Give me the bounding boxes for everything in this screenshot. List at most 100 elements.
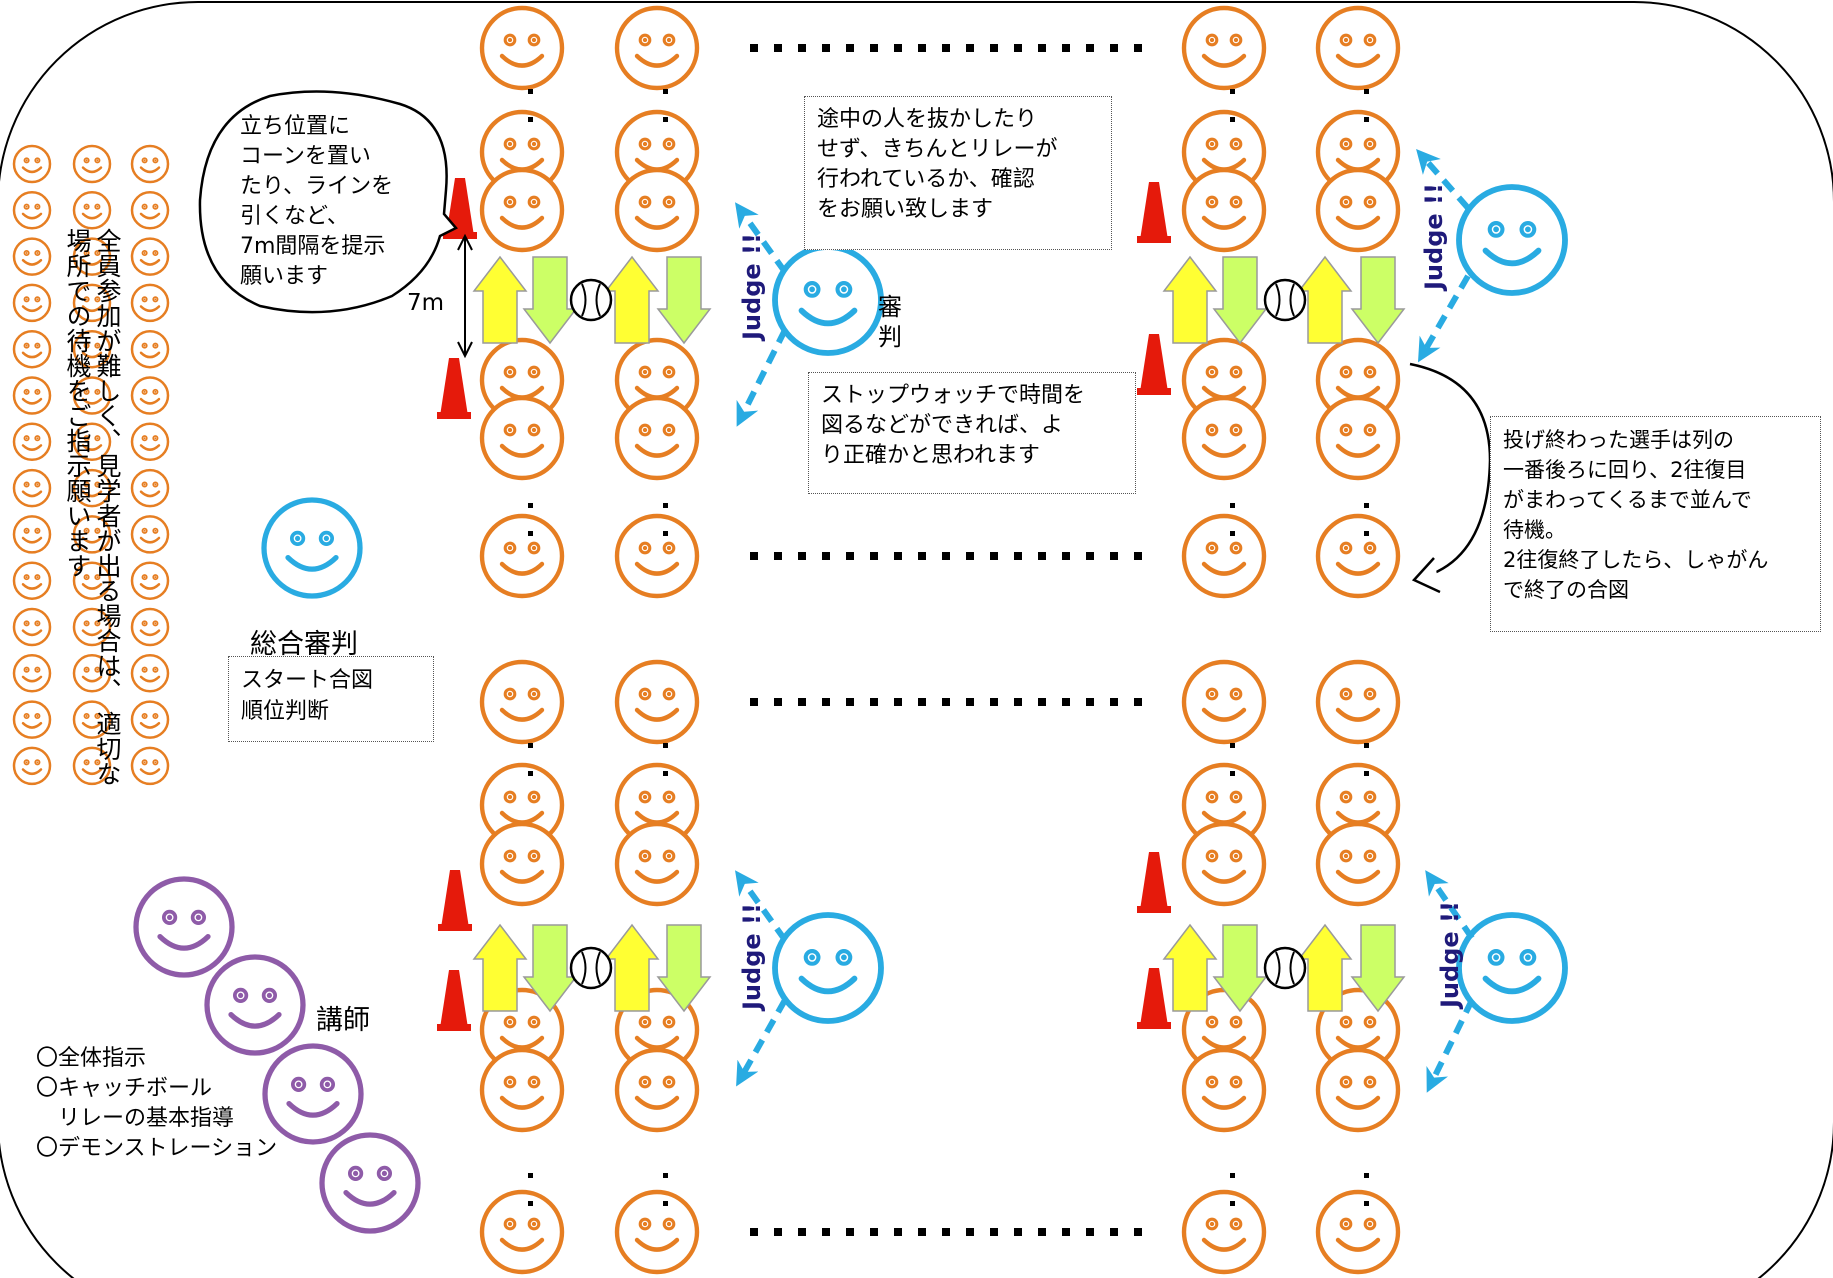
player-face	[479, 337, 565, 423]
cone	[1137, 968, 1171, 1029]
arrow-down-icon	[1350, 924, 1406, 1013]
judge-sight-arrow	[735, 202, 788, 274]
player-face	[1181, 659, 1267, 745]
dots-separator	[990, 552, 998, 560]
judge-sight-arrow	[1426, 998, 1475, 1093]
dots-separator	[1110, 1228, 1118, 1236]
waiting-player-face	[12, 376, 52, 415]
dots-separator	[1110, 44, 1118, 52]
dots-separator	[798, 698, 806, 706]
cone	[1137, 182, 1171, 243]
player-face	[1181, 395, 1267, 481]
dots-separator	[846, 552, 854, 560]
player-face	[1181, 513, 1267, 599]
waiting-player-face	[130, 746, 170, 786]
dots-separator	[846, 1228, 854, 1236]
dots-separator	[942, 698, 950, 706]
waiting-player-face	[12, 561, 52, 600]
arrow-up-icon	[1297, 255, 1353, 344]
waiting-player-face	[130, 329, 170, 369]
chief-judge-duties: スタート合図 順位判断	[228, 656, 434, 742]
waiting-player-face	[72, 654, 112, 693]
dots-separator	[1134, 698, 1142, 706]
player-face	[614, 762, 700, 848]
player-face	[479, 1189, 565, 1275]
player-face	[614, 5, 700, 91]
judge-sight-arrow	[1417, 274, 1471, 363]
dots-separator	[750, 1228, 758, 1236]
arrow-up-icon	[604, 255, 660, 344]
dots-separator	[894, 1228, 902, 1236]
dots-separator	[894, 698, 902, 706]
baseball-icon	[569, 278, 613, 322]
player-face	[614, 395, 700, 481]
dots-separator	[822, 1228, 830, 1236]
dots-separator	[798, 1228, 806, 1236]
player-face	[479, 659, 565, 745]
player-face	[479, 167, 565, 253]
player-face	[479, 1047, 565, 1133]
dots-separator	[1110, 698, 1118, 706]
dots-separator	[1086, 1228, 1094, 1236]
dots-separator	[1014, 698, 1022, 706]
waiting-area-note: 全員参加が難しく、見学者が出る場合は、 適切な場所での待機をご指示願います	[63, 228, 122, 786]
waiting-player-face	[12, 515, 52, 554]
instructor-face	[204, 954, 306, 1056]
waiting-player-face	[72, 700, 112, 739]
waiting-player-face	[12, 654, 52, 693]
waiting-player-face	[72, 468, 112, 508]
judge-call-text: Judge !!	[1420, 183, 1448, 292]
dots-separator	[1134, 1228, 1142, 1236]
distance-label: 7m	[407, 290, 445, 316]
players-layer	[12, 5, 1568, 1275]
waiting-player-face	[130, 515, 170, 554]
dots-separator	[822, 44, 830, 52]
arrow-down-icon	[1350, 256, 1406, 345]
dots-separator	[846, 698, 854, 706]
player-face	[1315, 1047, 1401, 1133]
speech-bubble	[198, 90, 458, 314]
waiting-player-face	[12, 607, 52, 647]
waiting-player-face	[12, 329, 52, 369]
waiting-player-face	[72, 237, 112, 276]
dots-separator	[1062, 698, 1070, 706]
dots-separator	[1014, 552, 1022, 560]
judge-sight-arrow	[1416, 148, 1471, 210]
player-face	[479, 762, 565, 848]
dots-separator	[870, 1228, 878, 1236]
dots-separator	[774, 1228, 782, 1236]
dots-separator	[1014, 1228, 1022, 1236]
waiting-player-face	[12, 746, 52, 786]
dots-separator	[966, 698, 974, 706]
dots-separator	[750, 44, 758, 52]
dots-separator	[966, 1228, 974, 1236]
instructor-duties: 〇全体指示 〇キャッチボール リレーの基本指導 〇デモンストレーション	[36, 1046, 278, 1161]
instructor-title: 講師	[316, 1005, 370, 1036]
cone	[438, 870, 472, 931]
after-throw-note: 投げ終わった選手は列の 一番後ろに回り、2往復目 がまわってくるまで並んで 待機…	[1490, 416, 1821, 632]
waiting-player-face	[130, 144, 170, 184]
waiting-player-face	[130, 376, 170, 415]
dots-separator	[1038, 44, 1046, 52]
player-face	[1315, 5, 1401, 91]
waiting-player-face	[72, 283, 112, 323]
arrow-down-icon	[656, 924, 712, 1013]
dots-separator	[750, 552, 758, 560]
judge-face	[772, 244, 884, 356]
waiting-player-face	[72, 144, 112, 184]
judge-call-text: Judge !!	[738, 903, 766, 1012]
dots-separator	[1062, 44, 1070, 52]
dots-separator	[750, 698, 758, 706]
dots-separator	[1110, 552, 1118, 560]
waiting-player-face	[72, 515, 112, 554]
marks-layer	[198, 44, 1492, 1236]
arrow-down-icon	[1212, 924, 1268, 1013]
waiting-player-face	[12, 468, 52, 508]
waiting-player-face	[130, 191, 170, 230]
judge-face	[1456, 184, 1568, 296]
cone-tip-text: 立ち位置に コーンを置い たり、ラインを 引くなど、 7m間隔を提示 願います	[240, 114, 394, 289]
player-face	[614, 513, 700, 599]
instructor-face	[262, 1043, 364, 1145]
player-face	[479, 5, 565, 91]
